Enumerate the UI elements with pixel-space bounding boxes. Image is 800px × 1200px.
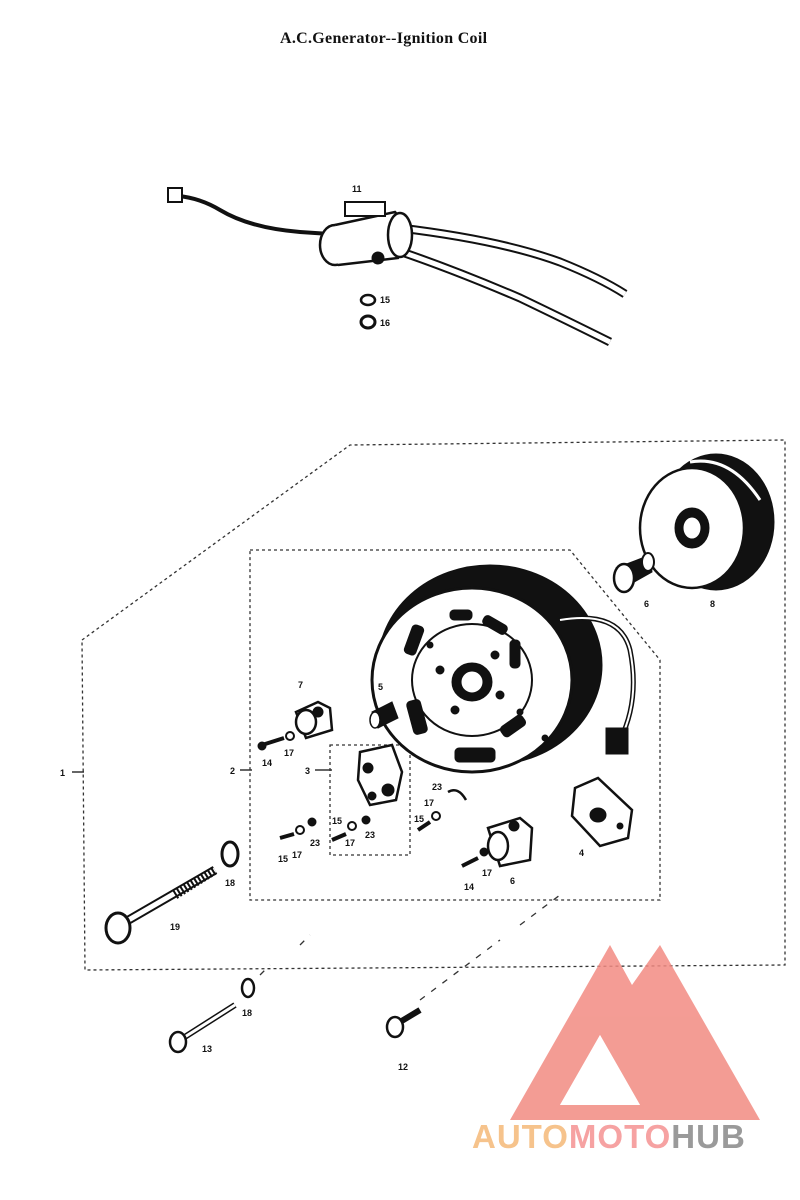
contact-breaker-7 bbox=[294, 700, 334, 740]
callout-7: 7 bbox=[298, 680, 303, 690]
callout-17-b: 17 bbox=[424, 798, 434, 808]
watermark-text: AUTOMOTOHUB bbox=[472, 1118, 746, 1156]
inner-group-outline bbox=[249, 549, 661, 901]
callout-4: 4 bbox=[579, 848, 584, 858]
coil-mount-hole bbox=[371, 251, 385, 265]
rotor-flywheel bbox=[638, 453, 775, 591]
watermark-logo-icon bbox=[510, 945, 760, 1120]
screw-12 bbox=[385, 1007, 422, 1039]
stator-lead-connector bbox=[605, 727, 629, 755]
coil-nut-16 bbox=[359, 314, 377, 330]
coil-connector bbox=[167, 187, 183, 203]
callout-19: 19 bbox=[170, 922, 180, 932]
callout-15-b: 15 bbox=[414, 814, 424, 824]
coil-mount-bracket bbox=[344, 201, 386, 217]
pickup-6 bbox=[486, 816, 534, 868]
callout-23-b: 23 bbox=[365, 830, 375, 840]
callout-16: 16 bbox=[380, 318, 390, 328]
callout-17-e: 17 bbox=[482, 868, 492, 878]
leader-12 bbox=[259, 894, 561, 1001]
callout-18-a: 18 bbox=[225, 878, 235, 888]
callout-2: 2 bbox=[230, 766, 235, 776]
diagram-title: A.C.Generator--Ignition Coil bbox=[280, 30, 488, 47]
callout-13: 13 bbox=[202, 1044, 212, 1054]
callout-15-c: 15 bbox=[332, 816, 342, 826]
assembly-outlines bbox=[72, 439, 786, 1001]
coil-body-right bbox=[386, 211, 414, 259]
grommet-plate-4 bbox=[570, 776, 634, 848]
callout-15-d: 15 bbox=[278, 854, 288, 864]
watermark-hub: HUB bbox=[671, 1118, 746, 1155]
breaker-group-outline bbox=[329, 744, 411, 856]
callout-11: 11 bbox=[352, 184, 362, 194]
watermark-moto: MOTO bbox=[568, 1118, 672, 1155]
small-fasteners bbox=[257, 731, 489, 868]
callout-labels: 11 15 16 6 8 7 5 1 2 3 14 17 23 17 15 15… bbox=[60, 184, 715, 1072]
callout-23-c: 23 bbox=[310, 838, 320, 848]
high-tension-lead-lower-core bbox=[389, 245, 612, 345]
coil-input-wire bbox=[177, 194, 331, 236]
callout-5: 5 bbox=[378, 682, 383, 692]
callout-17-d: 17 bbox=[292, 850, 302, 860]
callout-12: 12 bbox=[398, 1062, 408, 1072]
callout-18-b: 18 bbox=[242, 1008, 252, 1018]
callout-3: 3 bbox=[305, 766, 310, 776]
callout-17-a: 17 bbox=[284, 748, 294, 758]
breaker-plate-3 bbox=[356, 743, 404, 807]
outer-group-outline bbox=[81, 439, 786, 971]
bolt-13 bbox=[168, 977, 256, 1054]
watermark-logo bbox=[510, 945, 760, 1120]
callout-8: 8 bbox=[710, 599, 715, 609]
rotor-sleeve bbox=[612, 552, 655, 594]
callout-1: 1 bbox=[60, 768, 65, 778]
callout-6-sleeve: 6 bbox=[644, 599, 649, 609]
high-tension-lead-upper-core bbox=[399, 225, 627, 297]
callout-23-a: 23 bbox=[432, 782, 442, 792]
stator-plate bbox=[370, 564, 636, 774]
callout-14-a: 14 bbox=[262, 758, 272, 768]
watermark-auto: AUTO bbox=[472, 1118, 569, 1155]
callout-15-coil: 15 bbox=[380, 295, 390, 305]
callout-14-b: 14 bbox=[464, 882, 474, 892]
rotor-bolt-19 bbox=[104, 840, 240, 945]
callout-6-pickup: 6 bbox=[510, 876, 515, 886]
callout-17-c: 17 bbox=[345, 838, 355, 848]
coil-washer-15 bbox=[359, 293, 377, 307]
ignition-coil-assembly bbox=[167, 187, 628, 347]
condenser-5 bbox=[369, 701, 399, 729]
